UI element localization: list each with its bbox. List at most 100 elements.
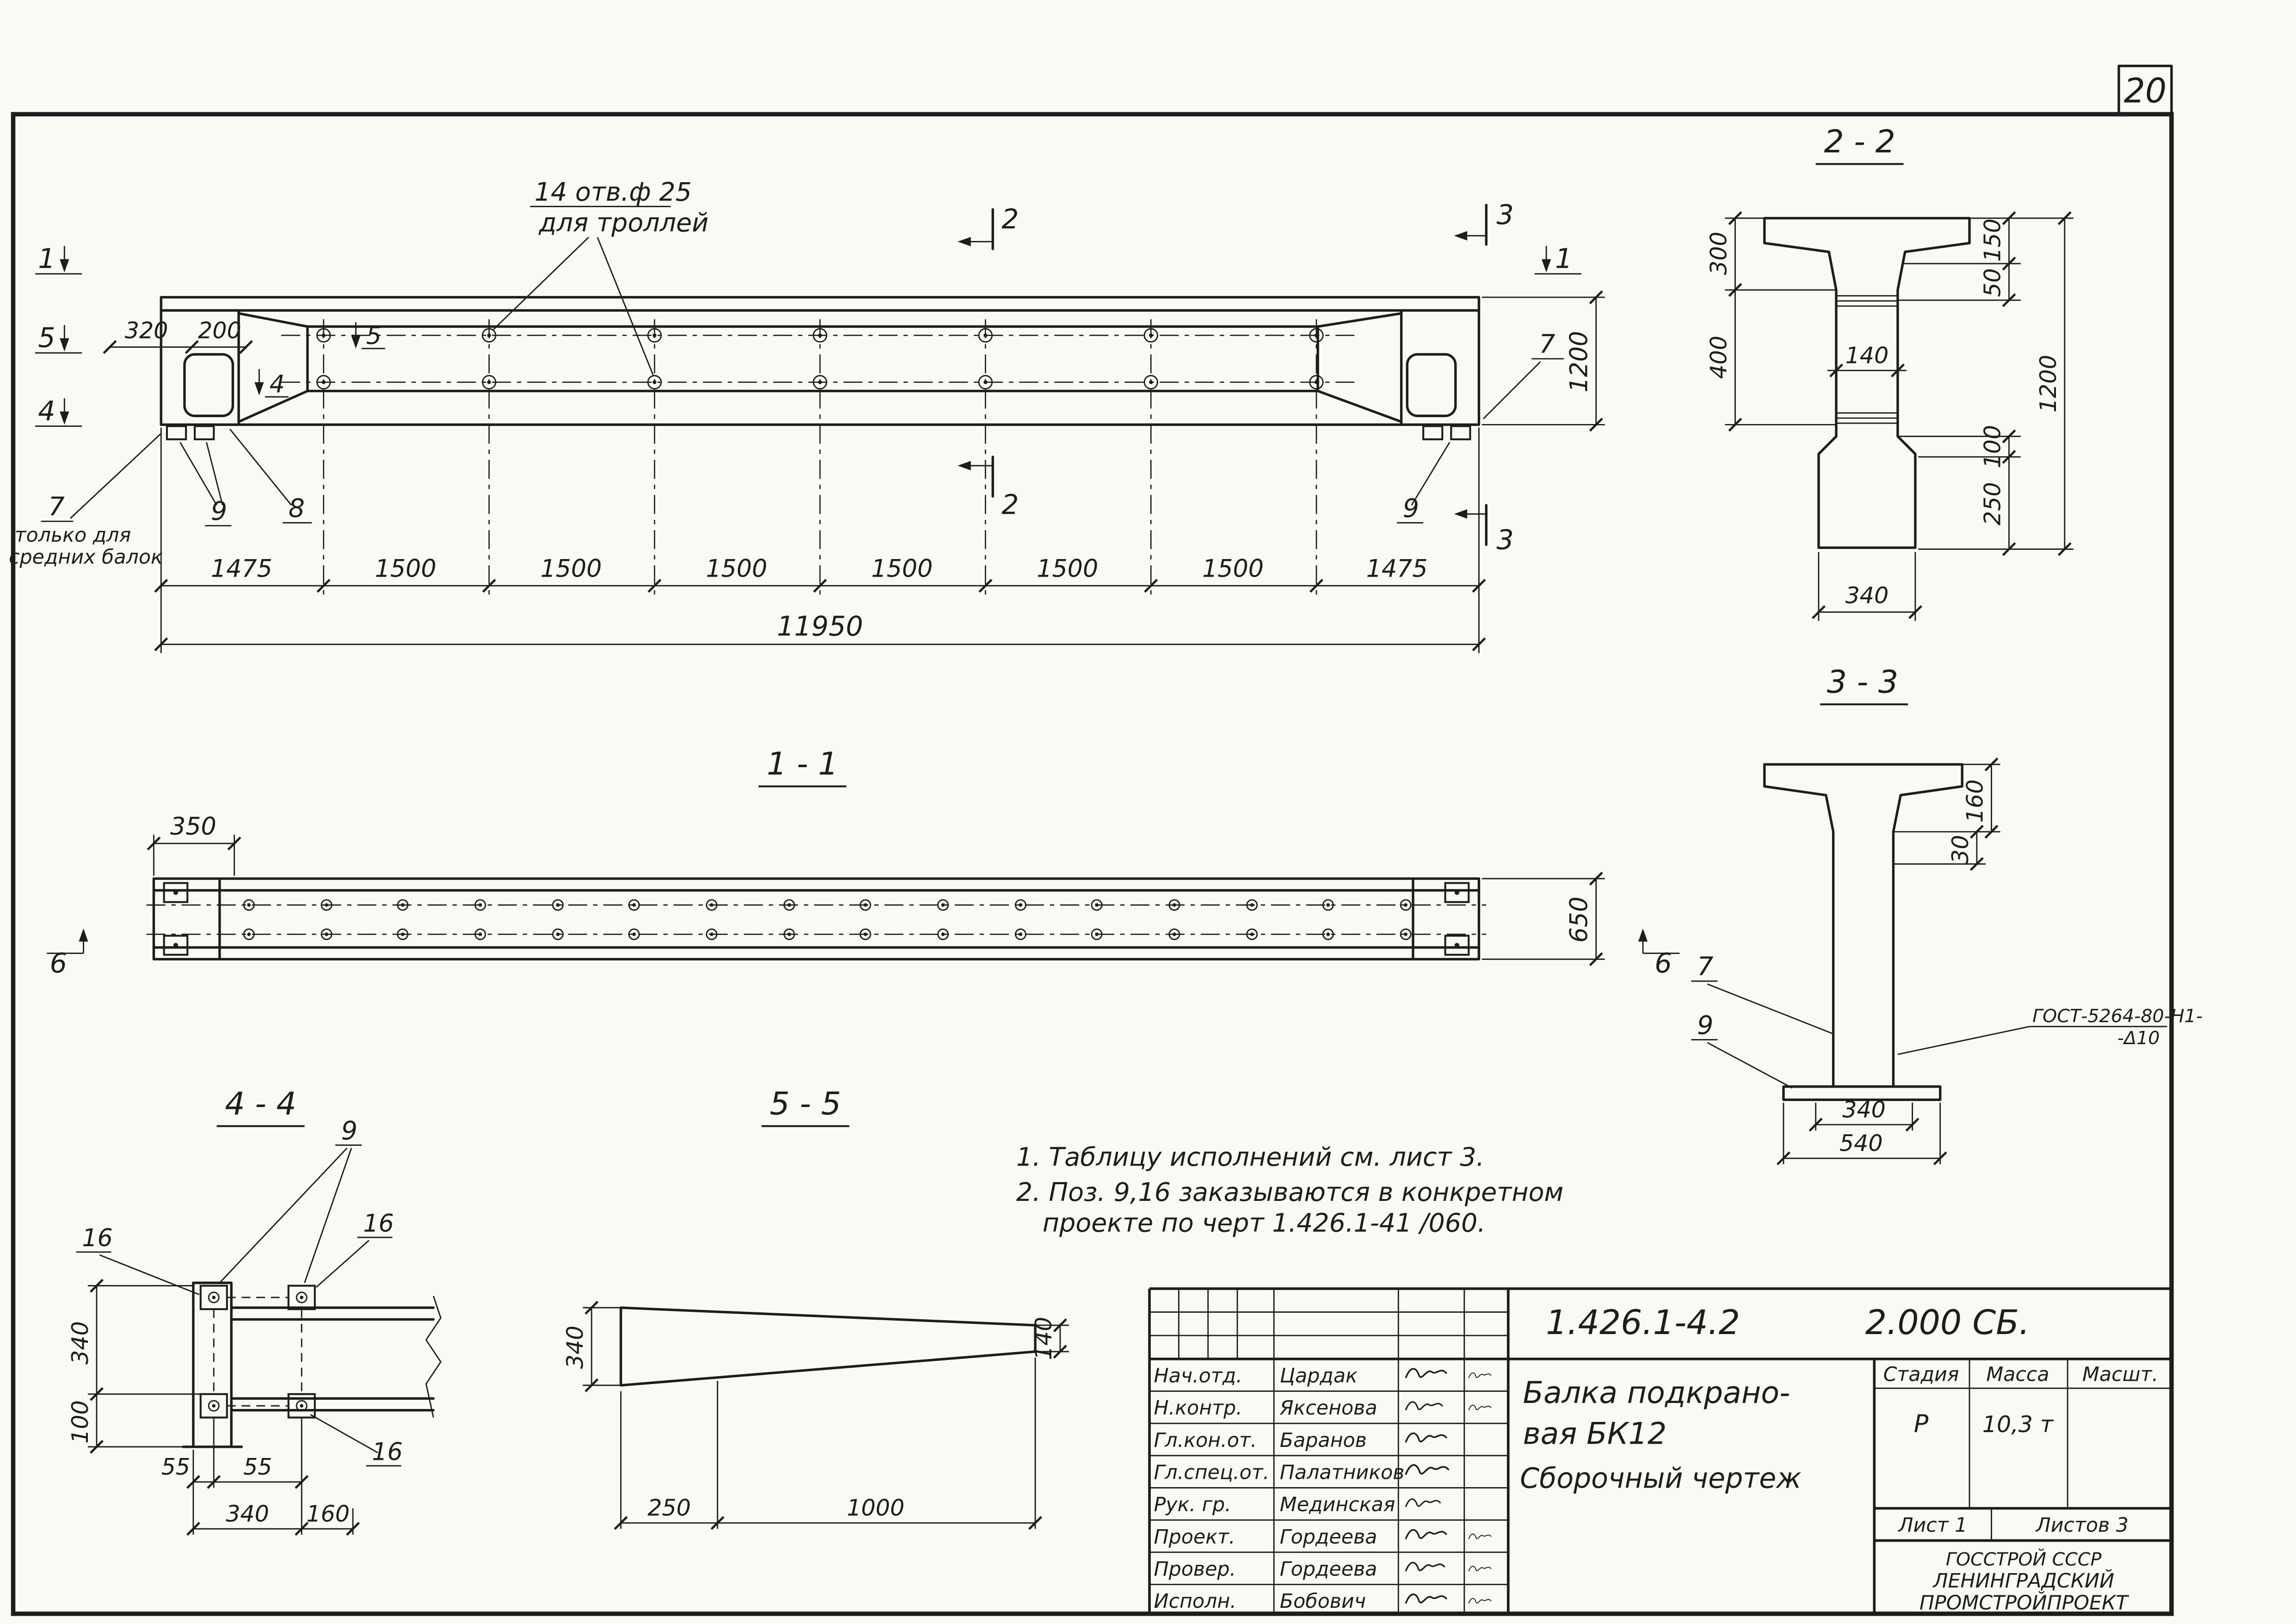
gost-note-line1: ГОСТ-5264-80-Н1- <box>2032 1005 2203 1027</box>
svg-text:250: 250 <box>1979 482 2006 526</box>
svg-text:1000: 1000 <box>847 1495 905 1521</box>
doc-number: 1.426.1-4.2 <box>1546 1303 1740 1342</box>
signature-rows: Нач.отд. Цардак Н.контр. Яксенова Гл.кон… <box>1154 1364 1492 1613</box>
label-9-left: 9 <box>179 442 232 527</box>
note-middle-beams-1: только для <box>15 524 131 547</box>
org-line3: ПРОМСТРОЙПРОЕКТ <box>1920 1591 2129 1614</box>
svg-text:55: 55 <box>243 1453 272 1480</box>
svg-text:50: 50 <box>1979 268 2006 297</box>
svg-text:2: 2 <box>1001 203 1018 235</box>
row-role: Гл.кон.от. <box>1154 1429 1257 1452</box>
section-marker-3-bottom: 3 <box>1454 504 1514 556</box>
tapered-plate-outline <box>619 1306 1037 1387</box>
svg-text:340: 340 <box>1845 582 1889 609</box>
sheet-label: Лист 1 <box>1897 1513 1967 1537</box>
holes-note-line1: 14 отв.ф 25 <box>535 178 692 207</box>
section-5-5-view: 5 - 5 340 140 250 1000 <box>562 1086 1069 1529</box>
svg-text:9: 9 <box>211 497 227 526</box>
svg-text:650: 650 <box>1566 897 1593 943</box>
svg-text:16: 16 <box>82 1224 112 1252</box>
row-name: Баранов <box>1280 1429 1367 1452</box>
svg-text:6: 6 <box>1654 947 1672 979</box>
sole-plates <box>166 425 1471 441</box>
row-role: Исполн. <box>1154 1590 1236 1613</box>
svg-text:1500: 1500 <box>1037 555 1098 583</box>
section-3-3-title: 3 - 3 <box>1827 664 1898 701</box>
svg-text:3: 3 <box>1496 199 1513 231</box>
note-line-1: 1. Таблицу исполнений см. лист 3. <box>1016 1143 1484 1172</box>
svg-text:1500: 1500 <box>375 555 436 583</box>
left-end-pocket <box>183 353 235 418</box>
drawing-notes: 1. Таблицу исполнений см. лист 3. 2. Поз… <box>1016 1143 1563 1238</box>
svg-text:7: 7 <box>1697 952 1713 982</box>
title-block: Нач.отд. Цардак Н.контр. Яксенова Гл.кон… <box>1148 1287 2173 1615</box>
holes-note-line2: для троллей <box>538 208 709 238</box>
row-name: Бобович <box>1280 1590 1366 1613</box>
section-2-2-outline <box>1763 217 1971 549</box>
svg-text:300: 300 <box>1705 232 1732 275</box>
label-7-left: 7 только для средних балок <box>9 433 163 569</box>
stage-header: Стадия <box>1883 1363 1959 1386</box>
section-2-2-title: 2 - 2 <box>1824 123 1895 160</box>
svg-text:1: 1 <box>38 243 55 275</box>
svg-text:30: 30 <box>1947 835 1974 864</box>
dim-1200-main: 1200 <box>1481 291 1605 431</box>
svg-text:2: 2 <box>1001 489 1018 521</box>
label-9-section3: 9 <box>1691 1011 1793 1089</box>
row-name: Гордеева <box>1280 1557 1377 1581</box>
section-2-2-joints <box>1836 295 1898 424</box>
svg-text:1200: 1200 <box>1566 331 1593 393</box>
section-marker-1-right: 1 <box>1534 243 1582 275</box>
label-9-section4: 9 <box>219 1116 362 1284</box>
row-name: Цардак <box>1280 1364 1358 1387</box>
section-2-2-view: 2 - 2 300 400 140 150 50 <box>1705 123 2074 621</box>
row-role: Нач.отд. <box>1154 1364 1242 1387</box>
svg-text:8: 8 <box>289 494 305 523</box>
plan-outline <box>152 877 1481 960</box>
row-name: Палатников <box>1280 1461 1405 1484</box>
base-plate <box>1782 1085 1942 1101</box>
svg-text:1475: 1475 <box>211 555 272 583</box>
sheets-label: Листов 3 <box>2035 1513 2129 1537</box>
label-7-right: 7 <box>1482 330 1564 419</box>
svg-text:540: 540 <box>1839 1130 1883 1156</box>
section-4-4-title: 4 - 4 <box>225 1086 296 1122</box>
row-role: Н.контр. <box>1154 1396 1242 1420</box>
row-role: Рук. гр. <box>1154 1493 1231 1516</box>
svg-text:340: 340 <box>67 1321 93 1365</box>
svg-text:350: 350 <box>170 813 216 841</box>
label-16-bottom: 16 <box>310 1414 403 1467</box>
section-marker-5-left: 5 <box>35 322 82 354</box>
note-middle-beams-2: средних балок <box>9 546 163 569</box>
section-3-3-view: 3 - 3 160 30 7 9 ГОСТ-5264-80-Н1- <box>1691 664 2203 1164</box>
mass-header: Масса <box>1986 1363 2049 1386</box>
svg-text:1200: 1200 <box>2035 355 2061 412</box>
svg-text:1500: 1500 <box>871 555 933 583</box>
svg-text:1500: 1500 <box>1202 555 1264 583</box>
dim-total-length: 11950 <box>155 610 1485 650</box>
svg-text:7: 7 <box>48 492 64 522</box>
svg-text:160: 160 <box>1962 779 1988 823</box>
svg-text:6: 6 <box>50 947 67 979</box>
section-marker-5-inner: 5 <box>351 322 385 350</box>
section-marker-2-top: 2 <box>957 203 1019 251</box>
svg-text:3: 3 <box>1496 524 1513 556</box>
svg-text:200: 200 <box>198 317 241 344</box>
section-5-5-title: 5 - 5 <box>770 1086 841 1122</box>
row-name: Мединская <box>1280 1493 1395 1516</box>
row-role: Гл.спец.от. <box>1154 1461 1270 1484</box>
subject-line2: вая БК12 <box>1523 1416 1666 1451</box>
svg-text:340: 340 <box>226 1500 269 1527</box>
svg-text:140: 140 <box>1845 342 1889 369</box>
svg-text:400: 400 <box>1705 336 1732 379</box>
dim-segments-row: 1475 1500 1500 1500 1500 1500 1500 1475 <box>155 427 1485 653</box>
svg-text:1500: 1500 <box>540 555 602 583</box>
note-line-3: проекте по черт 1.426.1-41 /060. <box>1043 1208 1486 1238</box>
section-marker-4-left: 4 <box>35 395 82 427</box>
svg-text:5: 5 <box>366 322 381 350</box>
section-marker-6-left: 6 <box>47 928 88 979</box>
section-4-4-view: 4 - 4 9 16 <box>67 1086 442 1535</box>
svg-text:340: 340 <box>1842 1096 1886 1123</box>
